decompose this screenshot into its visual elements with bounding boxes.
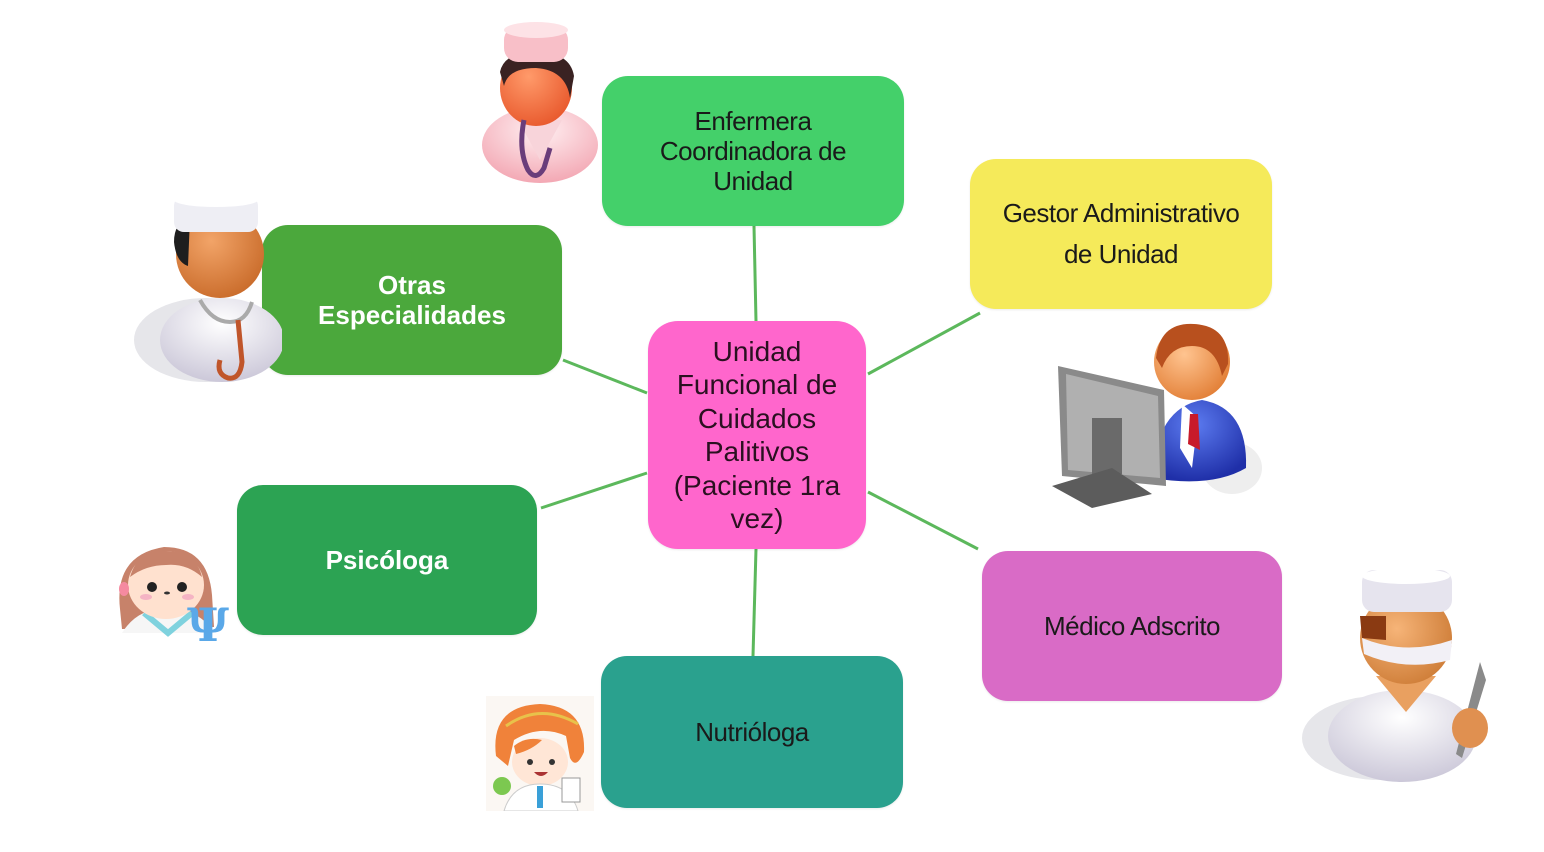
svg-text:Ψ: Ψ <box>187 598 229 645</box>
psychologist-icon: Ψ <box>119 547 229 645</box>
center-node-label: Unidad Funcional de Cuidados Palitivos (… <box>673 335 841 535</box>
nutritionist-icon <box>486 696 594 811</box>
connector-nutri <box>751 548 758 657</box>
node-label: Nutrióloga <box>695 717 809 747</box>
connector-otras <box>562 358 648 395</box>
node-enfermera-coordinadora: Enfermera Coordinadora de Unidad <box>602 76 904 226</box>
node-label: Enfermera Coordinadora de Unidad <box>659 106 847 196</box>
connector-gestor <box>867 311 981 376</box>
node-label: Psicóloga <box>325 545 449 575</box>
center-node: Unidad Funcional de Cuidados Palitivos (… <box>648 321 866 549</box>
node-medico-adscrito: Médico Adscrito <box>982 551 1282 701</box>
nurse-icon <box>482 22 598 183</box>
connector-psicologa <box>540 471 648 510</box>
doctor-stethoscope-icon <box>134 193 282 382</box>
node-label: Médico Adscrito <box>1043 611 1221 641</box>
surgeon-icon <box>1302 568 1488 782</box>
node-gestor-administrativo: Gestor Administrativo de Unidad <box>970 159 1272 309</box>
node-otras-especialidades: Otras Especialidades <box>262 225 562 375</box>
node-label: Otras Especialidades <box>318 270 506 330</box>
node-label: Gestor Administrativo de Unidad <box>1002 198 1240 269</box>
node-nutriologa: Nutrióloga <box>601 656 903 808</box>
connector-medico <box>867 490 979 551</box>
administrator-at-computer-icon <box>1052 323 1262 508</box>
connector-enfermera <box>752 225 758 322</box>
node-psicologa: Psicóloga <box>237 485 537 635</box>
